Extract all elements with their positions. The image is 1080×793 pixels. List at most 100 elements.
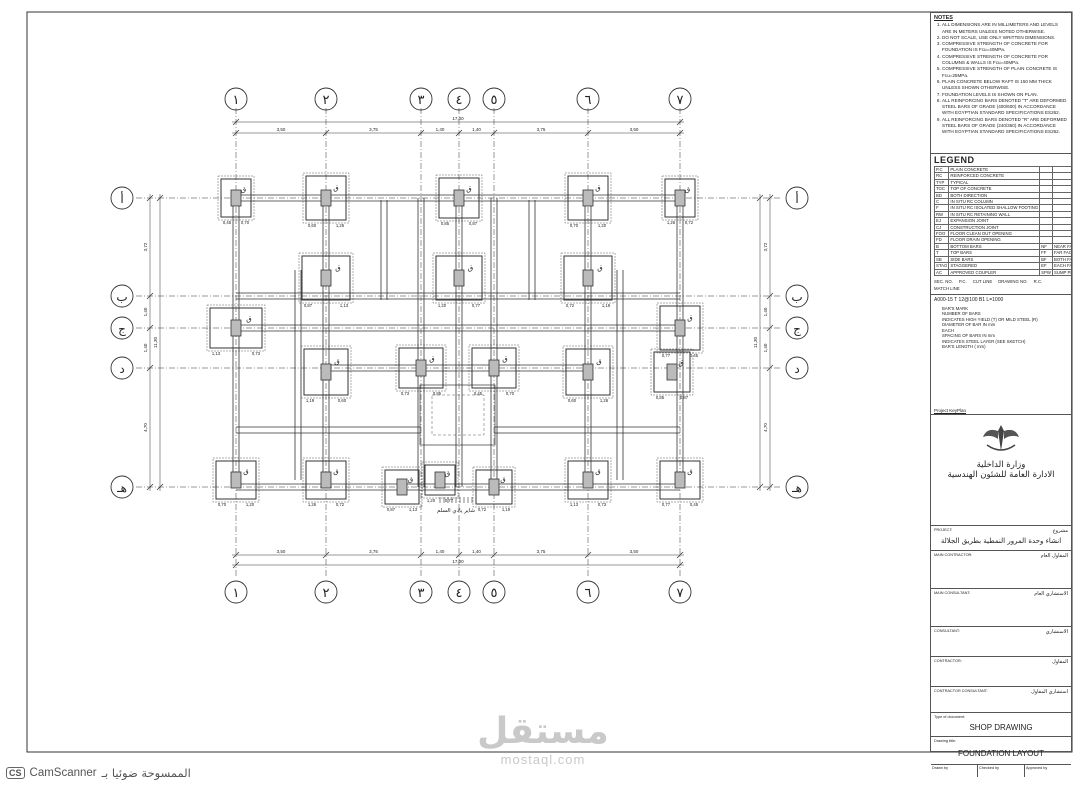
grid-bubble-letter [785,186,809,210]
dimension-tick [146,364,154,372]
legend-cell: CONSTRUCTION JOINT [948,223,1041,232]
footing-label: ق [595,184,600,192]
plain-concrete-outline [302,457,350,503]
dimension-tick [455,129,463,137]
column-hatch [320,363,332,381]
grid-bubble-letter [785,284,809,308]
dimension-label: 11,30 [153,337,158,348]
plain-concrete-outline [435,174,483,222]
grid-letter-label: ج [118,322,126,336]
note-item: ALL REINFORCING BARS DENOTED "T" ARE DEF… [942,98,1068,117]
grid-bubble-number [668,580,692,604]
footing-label: ق [334,358,339,366]
isolated-footing [303,348,349,396]
title-row-label: CONSULTANT: [934,629,960,633]
isolated-footing [659,460,701,500]
title-row-label: Type of document: [934,715,966,719]
camscanner-logo-icon: CS [6,767,25,779]
title-row-label-ar: الاستشاري العام [1034,591,1068,597]
legend-cell: FAR FACE [1051,249,1071,257]
footing-dimension-label: 0,77 [472,303,481,308]
footing-dimension-label: 0,45 [474,391,483,396]
dimension-tick [584,129,592,137]
footing-label: ق [597,264,602,272]
legend-symbol-label: DRAWING NO. [998,278,1028,284]
column-hatch [415,359,427,377]
title-block: NOTES ALL DIMENSIONS ARE IN MILLIMETERS … [930,12,1072,777]
footing-label: ق [502,355,507,363]
legend-symbol-label: MATCH LINE [934,285,960,291]
grid-number-label: ٦ [585,93,592,108]
legend-cell: FOO [933,230,950,238]
footing-dimension-label: 0,72 [478,507,487,512]
title-row-value: انشاء وحدة المرور النمطية بطريق الجلالة [940,537,1062,545]
grid-bubble-number [576,87,600,111]
camscanner-name: CamScanner [29,767,97,779]
footing-label: ق [466,185,471,193]
dimension-tick [490,551,498,559]
footing-label: ق [246,315,251,323]
dimension-label: 1,40 [436,127,445,132]
plain-concrete-outline [468,344,520,392]
legend-cell [1051,230,1071,238]
column-hatch [488,359,500,377]
title-row-label-ar: المقاول العام [1040,553,1068,559]
plain-concrete-outline [432,252,486,304]
legend-cell: EACH FACE [1051,262,1071,270]
footing-label: ق [687,314,692,322]
footing-dimension-label: 1,20 [246,502,255,507]
legend-cell: T [933,249,950,257]
signature-cell: Drawn by [931,765,978,777]
stair-core-inner [431,394,485,436]
grid-bubble-number [482,580,506,604]
grid-bubble-number [482,87,506,111]
plain-concrete-outline [472,466,516,508]
bar-mark-item: DIAMETER OF BAR IN mm [942,322,996,327]
legend-cell [1051,191,1071,200]
dimension-label: 3,75 [537,549,546,554]
dimension-label: 1,40 [472,549,481,554]
column-hatch [396,478,408,496]
footing-dimension-label: 0,45 [223,220,232,225]
column-hatch [582,471,594,489]
dimension-tick [322,551,330,559]
grid-number-label: ٣ [418,93,425,108]
grid-letter-label: ج [793,322,801,336]
dimension-label: 1,40 [436,549,445,554]
isolated-footing [398,347,444,389]
title-row: CONSULTANT:الاستشاري [931,627,1071,657]
legend-title: LEGEND [934,155,975,165]
dimension-label: 3,50 [630,127,639,132]
legend-cell: FLOOR DRAIN OPENING [948,236,1041,244]
column-hatch [674,471,686,489]
dimension-label: 17,00 [452,116,464,121]
title-row-label: MAIN CONSULTANT: [934,591,971,595]
isolated-footing [305,175,347,221]
footing-label: ق [596,358,601,366]
bar-mark-item: EACH [942,327,954,333]
dimension-tick [766,324,774,332]
column-hatch [230,189,242,207]
isolated-footing [438,177,480,219]
plain-concrete-outline [661,175,699,221]
legend-cell [1051,197,1071,206]
grid-bubble-number [409,580,433,604]
dimension-tick [676,118,684,126]
legend-cell: IN SITU RC RETAINING WALL [948,210,1041,219]
footing-dimension-label: 0,87 [387,507,396,512]
legend-cell: STAG [933,262,950,270]
plain-concrete-outline [298,252,354,304]
column-hatch [320,471,332,489]
grid-number-label: ٢ [323,93,330,108]
column-hatch [582,269,594,287]
footing-label: ق [468,264,473,272]
title-row-label-ar: استشاري المقاول [1031,689,1068,695]
footing-dimension-label: 0,72 [685,220,694,225]
legend-cell: TYP [933,178,950,187]
